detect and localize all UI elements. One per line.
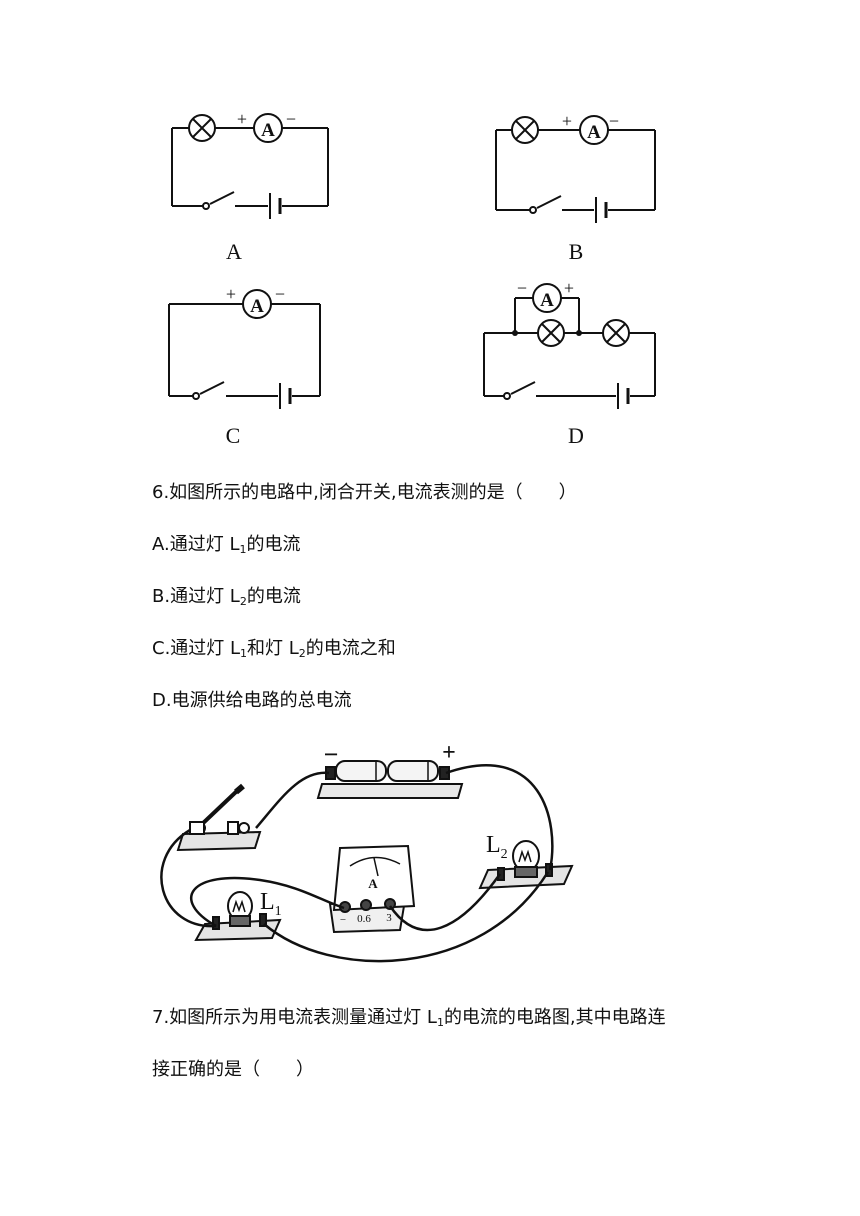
ammeter-plus: + <box>237 109 247 129</box>
battery-plus-label: + <box>442 740 456 766</box>
circuit-b <box>495 115 656 223</box>
battery-minus-label: − <box>324 740 339 769</box>
question-7-line-1: 7.如图所示为用电流表测量通过灯 L1的电流的电路图,其中电路连 <box>152 1007 666 1029</box>
ammeter-minus: − <box>517 278 527 298</box>
bulb-icon <box>537 319 565 347</box>
ammeter-letter: A <box>587 122 601 143</box>
question-6-option-d[interactable]: D.电源供给电路的总电流 <box>152 690 352 711</box>
ammeter-minus: − <box>286 109 296 129</box>
knife-switch <box>176 783 262 852</box>
ammeter-letter: A <box>540 290 554 311</box>
circuit-label-a: A <box>226 239 242 264</box>
question-7-line-2: 接正确的是（ ） <box>152 1059 314 1080</box>
ammeter-plus: + <box>562 111 572 131</box>
ammeter-minus: − <box>609 111 619 131</box>
lamp-l1-label: L1 <box>260 889 282 919</box>
ammeter-plus: + <box>226 284 236 304</box>
lamp-l2-label: L2 <box>486 832 508 862</box>
ammeter-device <box>328 844 416 934</box>
wires <box>160 764 554 963</box>
ammeter-minus: − <box>275 284 285 304</box>
circuit-label-d: D <box>568 423 584 448</box>
terminal-0-6: 0.6 <box>357 913 371 925</box>
ammeter-device-letter: A <box>368 876 378 891</box>
ammeter-letter: A <box>261 120 275 141</box>
circuit-label-b: B <box>569 239 584 264</box>
physical-circuit: − + L1 <box>160 740 574 963</box>
circuit-d <box>483 283 656 409</box>
bulb-icon <box>511 116 539 144</box>
terminal-minus: − <box>340 914 346 926</box>
circuit-label-c: C <box>226 423 241 448</box>
lamp-l2 <box>478 840 574 890</box>
terminal-3: 3 <box>386 912 392 924</box>
ammeter-plus: + <box>564 278 574 298</box>
bulb-icon <box>602 319 630 347</box>
circuit-c <box>168 289 321 409</box>
ammeter-letter: A <box>250 296 264 317</box>
question-6-stem: 6.如图所示的电路中,闭合开关,电流表测的是（ ） <box>152 482 577 503</box>
bulb-icon <box>188 114 216 142</box>
circuit-a <box>171 113 329 219</box>
question-6-option-c[interactable]: C.通过灯 L1和灯 L2的电流之和 <box>152 638 396 660</box>
battery-holder <box>316 760 464 799</box>
question-6-option-a[interactable]: A.通过灯 L1的电流 <box>152 534 301 556</box>
lamp-l1 <box>194 891 282 942</box>
question-6-option-b[interactable]: B.通过灯 L2的电流 <box>152 586 301 608</box>
